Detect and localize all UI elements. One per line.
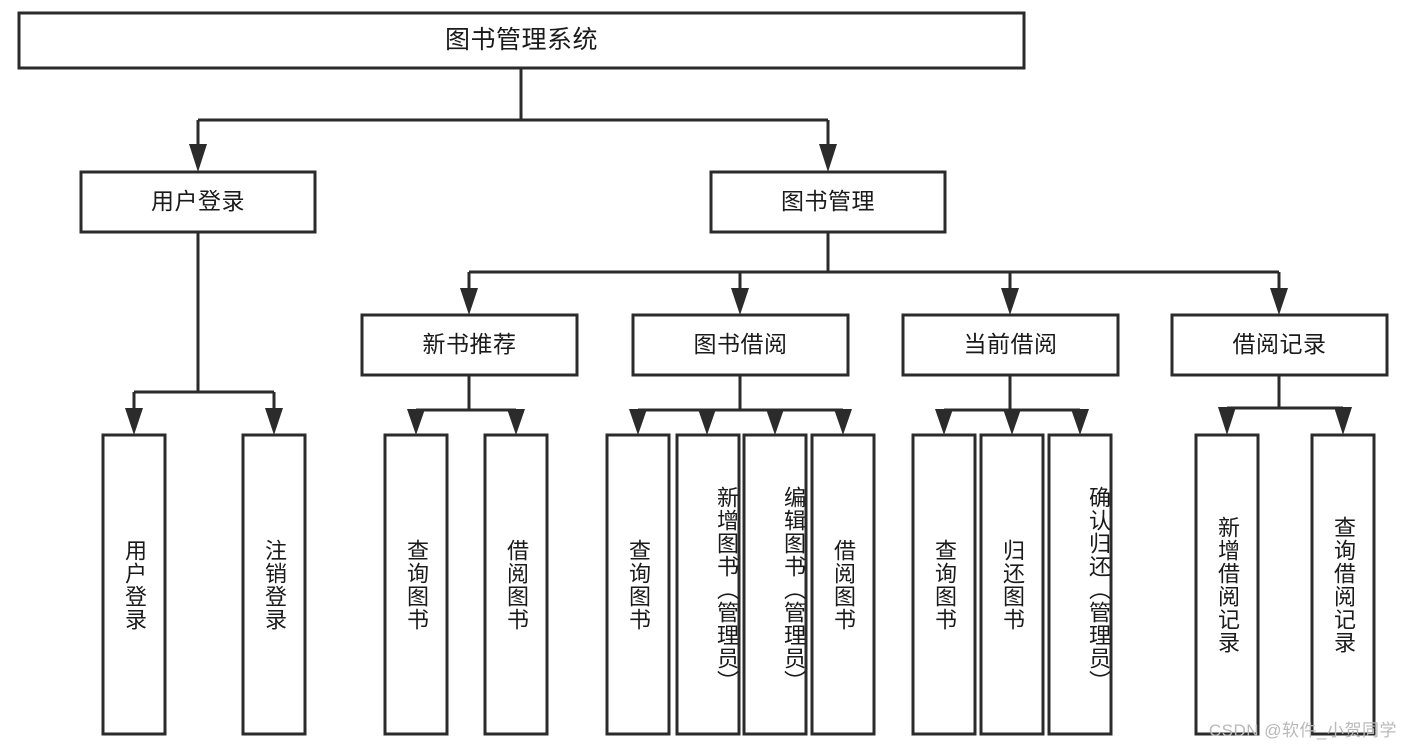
box-borrow-borrow-book[interactable]	[810, 433, 876, 736]
arrow-to-recommend-borrow-book	[507, 409, 525, 435]
node-user-login-leaf[interactable]	[103, 435, 165, 734]
arrow-to-recommend-query-book	[407, 409, 425, 435]
node-book-borrow[interactable]	[633, 315, 848, 375]
box-user-login[interactable]	[79, 170, 317, 234]
box-root[interactable]	[17, 11, 1026, 70]
box-current-confirm-return[interactable]	[1047, 433, 1113, 736]
node-book-management[interactable]	[711, 172, 945, 232]
arrow-to-current-query-book	[935, 409, 953, 435]
node-current-query-book[interactable]	[913, 435, 975, 734]
arrow-to-current-borrow	[1001, 288, 1019, 315]
arrow-to-borrow-add-book	[698, 409, 716, 435]
arrow-to-new-book-recommend	[460, 288, 478, 315]
csdn-watermark: CSDN @软件_小贺同学	[1208, 721, 1397, 740]
node-current-return-book[interactable]	[981, 435, 1043, 734]
arrow-to-user-logout-leaf	[265, 408, 283, 435]
connector-root-to-level2	[189, 68, 837, 172]
node-current-confirm-return[interactable]	[1049, 435, 1111, 734]
box-current-return-book[interactable]	[979, 433, 1045, 736]
box-current-borrow[interactable]	[901, 313, 1120, 377]
node-borrow-add-book[interactable]	[677, 435, 739, 734]
node-recommend-query-book[interactable]	[385, 435, 447, 734]
arrow-to-borrow-records	[1270, 288, 1288, 315]
box-user-login-leaf[interactable]	[101, 433, 167, 736]
arrow-to-current-return-book	[1003, 409, 1021, 435]
arrow-to-book-borrow	[731, 288, 749, 315]
arrow-to-user-login-leaf	[125, 408, 143, 435]
connector-current-borrow-children	[935, 375, 1089, 435]
node-current-borrow[interactable]	[903, 315, 1118, 375]
box-current-query-book[interactable]	[911, 433, 977, 736]
arrow-to-borrow-query-book	[629, 409, 647, 435]
arrow-to-record-query	[1334, 407, 1352, 435]
arrow-to-borrow-borrow-book	[834, 409, 852, 435]
node-borrow-borrow-book[interactable]	[812, 435, 874, 734]
node-recommend-borrow-book[interactable]	[485, 435, 547, 734]
box-user-logout-leaf[interactable]	[241, 433, 307, 736]
connector-new-book-recommend-children	[407, 375, 525, 435]
box-recommend-borrow-book[interactable]	[483, 433, 549, 736]
connector-book-management-children	[460, 232, 1288, 315]
box-recommend-query-book[interactable]	[383, 433, 449, 736]
arrow-to-current-confirm-return	[1071, 409, 1089, 435]
arrow-to-book-management	[819, 144, 837, 172]
connector-book-borrow-children	[629, 375, 852, 435]
node-user-login[interactable]	[81, 172, 315, 232]
box-borrow-add-book[interactable]	[675, 433, 741, 736]
box-record-add[interactable]	[1194, 433, 1260, 736]
arrow-to-record-add	[1218, 407, 1236, 435]
arrow-to-borrow-edit-book	[766, 409, 784, 435]
connector-user-login-children	[125, 232, 283, 435]
connector-borrow-records-children	[1218, 375, 1352, 435]
box-record-query[interactable]	[1310, 433, 1376, 736]
node-record-add[interactable]	[1196, 435, 1258, 734]
node-borrow-edit-book[interactable]	[744, 435, 806, 734]
node-new-book-recommend[interactable]	[362, 315, 577, 375]
node-root[interactable]	[19, 13, 1024, 68]
node-borrow-records[interactable]	[1172, 315, 1387, 375]
node-boxes	[17, 11, 1389, 736]
node-user-logout-leaf[interactable]	[243, 435, 305, 734]
node-record-query[interactable]	[1312, 435, 1374, 734]
box-new-book-recommend[interactable]	[360, 313, 579, 377]
box-borrow-query-book[interactable]	[605, 433, 671, 736]
node-borrow-query-book[interactable]	[607, 435, 669, 734]
arrow-to-user-login	[189, 144, 207, 172]
